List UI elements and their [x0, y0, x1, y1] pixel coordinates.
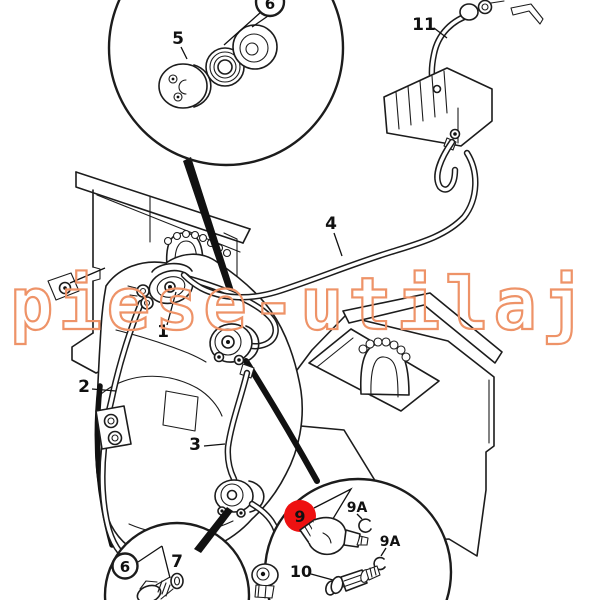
part-label-6-bottom: 6: [120, 558, 130, 576]
chassis-right-saddle: [358, 337, 411, 398]
cooler-top-fitting: [459, 0, 505, 21]
part-label-5: 5: [172, 29, 184, 49]
part-label-1: 1: [157, 322, 169, 342]
part-label-3: 3: [189, 435, 201, 455]
cylinder-lower: [214, 479, 265, 518]
bearing-cap-part5: [158, 63, 212, 109]
tank-plate: [162, 390, 199, 432]
outer-race-ring: [232, 24, 278, 70]
chassis-right-roof: [342, 292, 503, 364]
part-label-10: 10: [290, 562, 312, 581]
circled-label-6-bottom: [111, 552, 139, 580]
part-label-2: 2: [78, 377, 90, 397]
part-label-9a-lower: 9A: [380, 534, 401, 550]
bolt-part: [136, 576, 174, 600]
hose-3: [224, 369, 251, 483]
flow-arrow-icon: [510, 3, 544, 25]
part-label-6-top: 6: [265, 0, 275, 13]
leader-bottom-right: [243, 358, 320, 484]
detail-circle-adapters: 9 9A 9A 10: [263, 477, 453, 600]
hose-4: [180, 149, 479, 301]
watermark-text: piese-utilaj: [10, 262, 590, 346]
chassis-left-bracket: [71, 171, 251, 374]
part-label-9[interactable]: 9: [294, 507, 305, 526]
oring-upper: [358, 518, 372, 533]
oil-cooler: [383, 0, 544, 193]
part-label-7: 7: [171, 552, 183, 572]
seal-ring: [205, 47, 245, 87]
detail-circle-bolt: 6 7: [103, 521, 251, 600]
pump-upper: [127, 262, 194, 310]
leader-top-circle: [183, 157, 234, 294]
hose-2: [95, 299, 145, 556]
bolt-oring: [170, 572, 184, 590]
circled-label-6-top: [254, 0, 286, 18]
elbow-adapter-part9: [299, 516, 369, 556]
straight-adapter-part10: [325, 565, 381, 596]
detail-circle-bearing: 6 5: [107, 0, 345, 167]
oring-lower: [373, 556, 386, 571]
part-label-11: 11: [412, 15, 436, 35]
part-number-labels: 1 2 3 4 11: [78, 15, 448, 455]
leader-bolt-circle: [194, 507, 233, 553]
hose-end-flange: [251, 563, 279, 599]
tank-mount-tab: [47, 267, 106, 301]
part-label-4: 4: [325, 214, 337, 234]
part-label-9a-upper: 9A: [347, 500, 368, 516]
